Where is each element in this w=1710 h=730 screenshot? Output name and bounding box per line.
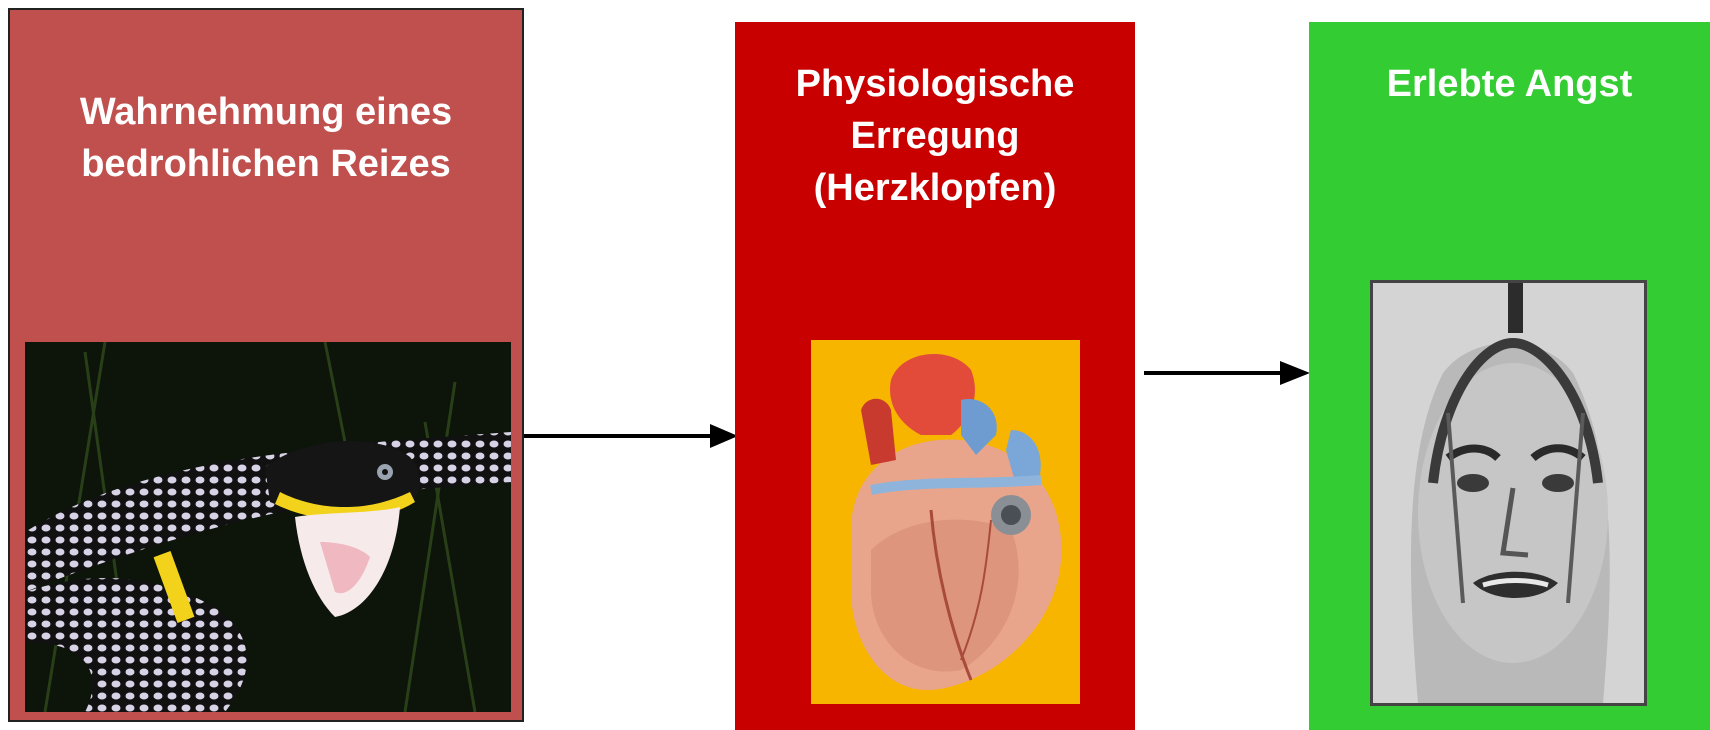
stage-title-fear: Erlebte Angst <box>1309 58 1710 110</box>
title-line: Wahrnehmung eines <box>10 86 522 138</box>
stage-box-perception: Wahrnehmung eines bedrohlichen Reizes <box>8 8 524 722</box>
stage-title-perception: Wahrnehmung eines bedrohlichen Reizes <box>10 86 522 190</box>
fearful-face-photo <box>1370 280 1647 706</box>
title-line: Erlebte Angst <box>1309 58 1710 110</box>
title-line: (Herzklopfen) <box>735 162 1135 214</box>
arrow-right-icon <box>524 418 742 454</box>
title-line: bedrohlichen Reizes <box>10 138 522 190</box>
stage-box-fear: Erlebte Angst <box>1309 22 1710 730</box>
snake-photo <box>25 342 511 712</box>
stage-title-arousal: Physiologische Erregung (Herzklopfen) <box>735 58 1135 214</box>
title-line: Erregung <box>735 110 1135 162</box>
stage-box-arousal: Physiologische Erregung (Herzklopfen) <box>735 22 1135 730</box>
title-line: Physiologische <box>735 58 1135 110</box>
arrow-right-icon <box>1144 355 1314 391</box>
heart-illustration <box>811 340 1080 704</box>
